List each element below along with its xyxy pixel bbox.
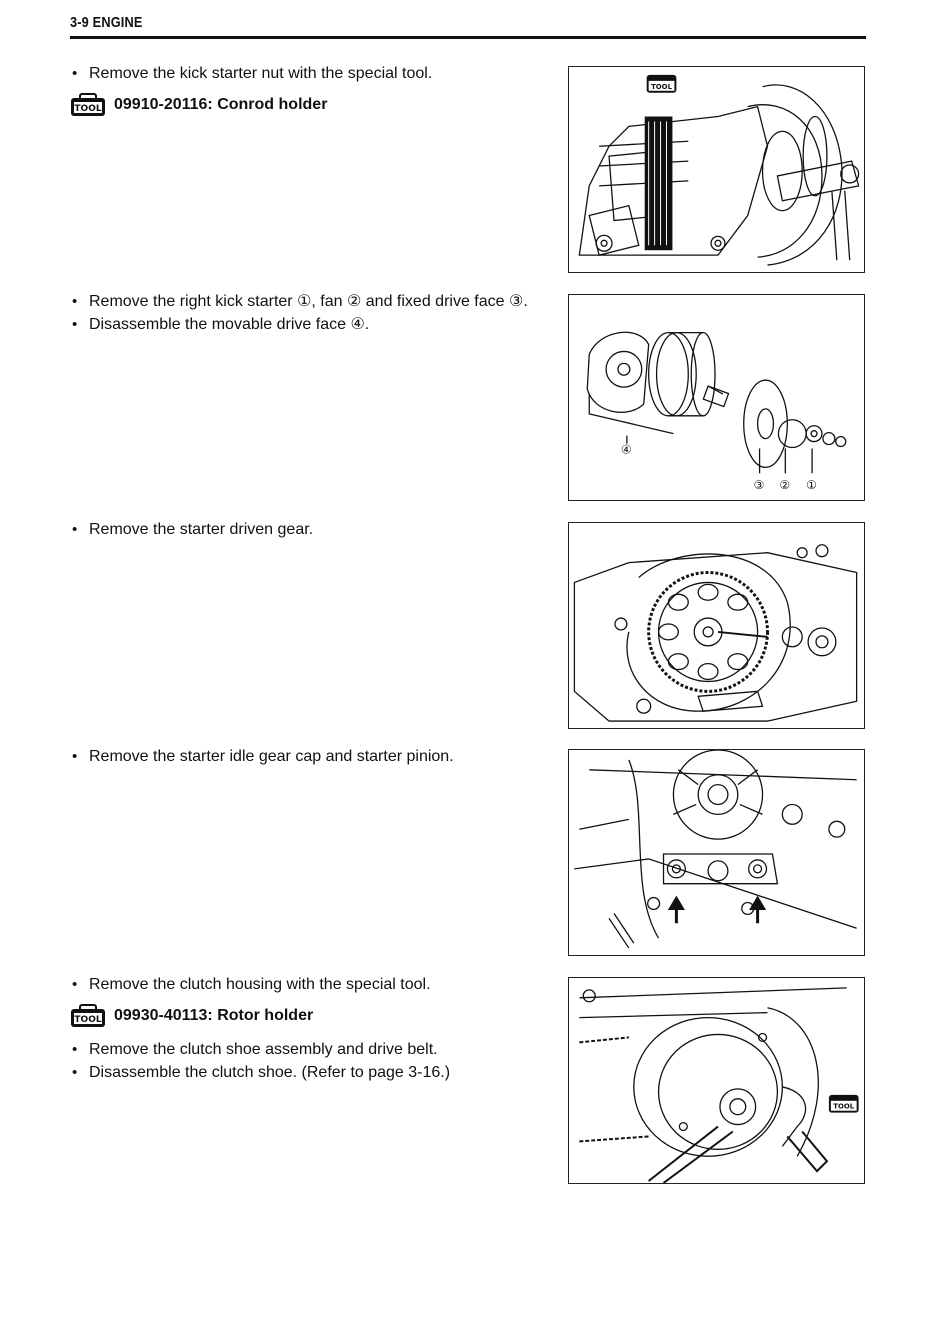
step-clutch-housing: Remove the clutch housing with the speci… [70, 973, 550, 1084]
step-starter-driven-gear: Remove the starter driven gear. [70, 518, 550, 541]
figure-starter-idle-gear [568, 749, 865, 956]
starter-driven-gear-illustration [573, 544, 858, 722]
starter-idle-gear-illustration [574, 750, 857, 949]
special-tool-line: TOOL 09910-20116: Conrod holder [70, 93, 550, 117]
special-tool-line: TOOL 09930-40113: Rotor holder [70, 1004, 550, 1028]
step-kick-starter-nut: Remove the kick starter nut with the spe… [70, 62, 550, 127]
bullet-item: Remove the starter driven gear. [70, 518, 550, 541]
step-kick-starter-fan-drive-face: Remove the right kick starter ①, fan ② a… [70, 290, 550, 336]
step-starter-idle-gear-pinion: Remove the starter idle gear cap and sta… [70, 745, 550, 768]
callout-4: ④ [621, 442, 632, 456]
bullet-item: Remove the right kick starter ①, fan ② a… [70, 290, 550, 313]
svg-text:TOOL: TOOL [651, 83, 672, 91]
svg-text:TOOL: TOOL [833, 1103, 854, 1111]
tool-part-number: 09930-40113: Rotor holder [114, 1007, 314, 1024]
tool-icon: TOOL [71, 1004, 105, 1027]
callout-2: ② [779, 478, 790, 492]
bullet-item: Remove the clutch shoe assembly and driv… [70, 1038, 550, 1061]
drive-face-exploded-illustration: ④ ③ ② ① [586, 331, 847, 492]
bullet-item: Disassemble the clutch shoe. (Refer to p… [70, 1061, 550, 1084]
page-title: 3-9 ENGINE [70, 14, 143, 31]
bullet-item: Remove the kick starter nut with the spe… [70, 62, 550, 85]
callout-3: ③ [754, 478, 765, 492]
bullet-item: Disassemble the movable drive face ④. [70, 313, 550, 336]
callout-1: ① [806, 478, 817, 492]
tool-part-number: 09910-20116: Conrod holder [114, 96, 328, 113]
header-rule [70, 36, 866, 39]
svg-text:TOOL: TOOL [74, 1015, 101, 1025]
bullet-item: Remove the clutch housing with the speci… [70, 973, 550, 996]
tool-icon: TOOL [71, 93, 105, 116]
bullet-item: Remove the starter idle gear cap and sta… [70, 745, 550, 768]
tool-badge: TOOL [828, 1094, 859, 1113]
tool-badge: TOOL [646, 74, 677, 93]
figure-drive-face-parts: ④ ③ ② ① [568, 294, 865, 501]
engine-illustration-1: TOOL [578, 74, 860, 266]
figure-kick-starter-nut: TOOL [568, 66, 865, 273]
svg-text:TOOL: TOOL [74, 104, 101, 114]
clutch-housing-illustration: TOOL [579, 987, 859, 1183]
figure-starter-driven-gear [568, 522, 865, 729]
figure-clutch-housing: TOOL [568, 977, 865, 1184]
page-header: 3-9 ENGINE [70, 14, 866, 39]
